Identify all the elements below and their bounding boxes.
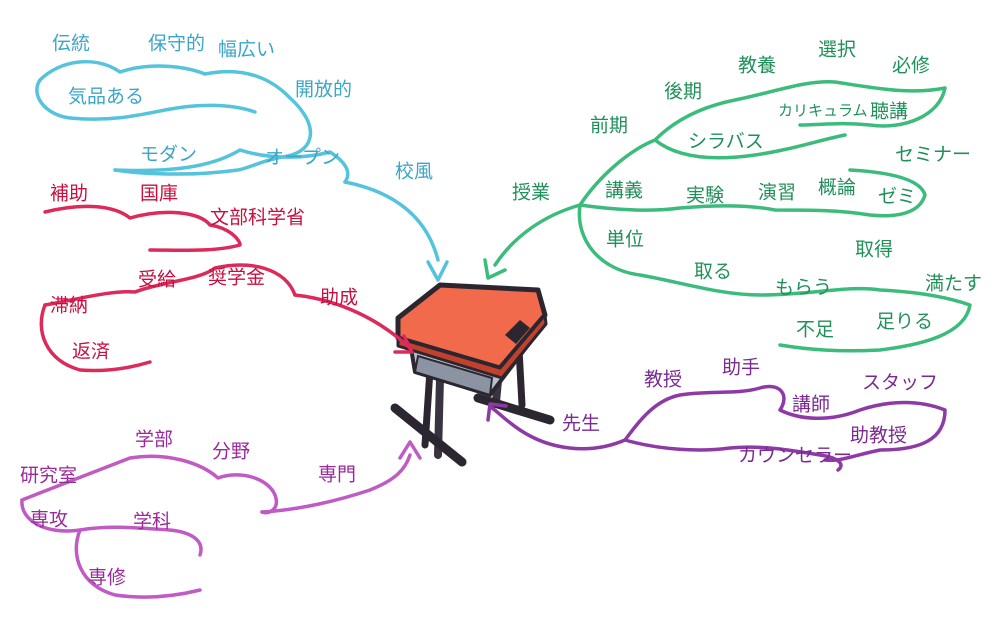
classes-curve-lecture bbox=[578, 168, 927, 218]
classes-word-7: 聴講 bbox=[870, 101, 908, 123]
school-desk-icon bbox=[390, 282, 555, 467]
classes-word-9: 講義 bbox=[605, 180, 643, 202]
desk-top-edge bbox=[396, 313, 548, 380]
aid-word-2: 国庫 bbox=[140, 183, 178, 205]
teacher-connector bbox=[490, 406, 627, 451]
school-branch-title: 校風 bbox=[395, 161, 433, 183]
classes-word-3: 教養 bbox=[738, 55, 776, 77]
aid-arrow-head bbox=[393, 334, 414, 354]
major-curve-middle bbox=[20, 498, 203, 557]
aid-branch-title: 助成 bbox=[320, 287, 358, 309]
classes-word-18: 取得 bbox=[855, 239, 893, 261]
teacher-word-4: スタッフ bbox=[862, 372, 938, 394]
classes-word-17: もらう bbox=[775, 277, 832, 299]
school-connector bbox=[343, 180, 440, 262]
branch-teacher: 先生 教授 助手 講師 スタッフ 助教授 カウンセラー bbox=[486, 357, 947, 472]
classes-word-20: 不足 bbox=[796, 319, 834, 341]
aid-curve-bottom bbox=[39, 303, 152, 373]
branch-school-culture: 伝統 保守的 幅広い 気品ある 開放的 モダン オープン 校風 bbox=[35, 33, 449, 282]
classes-word-15: 単位 bbox=[606, 229, 644, 251]
classes-word-14: ゼミ bbox=[878, 186, 916, 208]
school-curve-inner bbox=[35, 78, 257, 121]
classes-word-21: 足りる bbox=[876, 311, 933, 333]
school-word-1: 伝統 bbox=[52, 33, 90, 55]
branch-financial-aid: 補助 国庫 文部科学省 受給 奨学金 滞納 返済 助成 bbox=[39, 183, 414, 373]
desk-foot-left bbox=[390, 403, 467, 467]
teacher-arrow-head bbox=[486, 402, 508, 422]
classes-word-13: セミナー bbox=[895, 144, 971, 166]
aid-word-5: 奨学金 bbox=[208, 267, 265, 289]
aid-word-3: 文部科学省 bbox=[210, 207, 305, 229]
major-word-3: 研究室 bbox=[20, 465, 77, 487]
aid-curve-top bbox=[43, 204, 242, 253]
major-word-6: 専修 bbox=[88, 567, 126, 589]
major-branch-title: 専門 bbox=[318, 464, 356, 486]
desk-drawer-front bbox=[413, 354, 494, 397]
classes-word-19: 満たす bbox=[925, 273, 982, 295]
teacher-curve-bottom bbox=[623, 438, 843, 472]
school-arrow-head bbox=[426, 260, 449, 282]
classes-connector bbox=[493, 203, 582, 267]
branch-major: 学部 分野 研究室 専攻 学科 専修 専門 bbox=[20, 429, 422, 599]
school-word-3: 幅広い bbox=[218, 39, 275, 61]
classes-curve-syllabus bbox=[653, 133, 847, 160]
major-connector bbox=[260, 453, 412, 514]
teacher-word-3: 講師 bbox=[792, 394, 830, 416]
teacher-word-5: 助教授 bbox=[850, 425, 907, 447]
classes-branch-title: 授業 bbox=[512, 182, 550, 204]
school-word-2: 保守的 bbox=[148, 33, 205, 55]
aid-word-7: 返済 bbox=[72, 341, 110, 363]
major-word-2: 分野 bbox=[212, 441, 250, 463]
desk-foot-right bbox=[473, 393, 555, 425]
aid-curve-middle bbox=[43, 263, 297, 307]
classes-word-12: 概論 bbox=[818, 177, 856, 199]
aid-word-4: 受給 bbox=[138, 269, 176, 291]
classes-word-11: 演習 bbox=[758, 182, 796, 204]
major-word-5: 学科 bbox=[133, 511, 171, 533]
school-curve-modern bbox=[113, 148, 350, 184]
classes-word-5: 必修 bbox=[892, 55, 930, 77]
teacher-branch-title: 先生 bbox=[562, 413, 600, 435]
classes-word-10: 実験 bbox=[686, 185, 724, 207]
major-word-1: 学部 bbox=[135, 429, 173, 451]
teacher-curve-top bbox=[623, 384, 947, 463]
classes-word-2: 後期 bbox=[664, 81, 702, 103]
branch-classes: 授業 前期 後期 教養 選択 必修 カリキュラム 聴講 シラバス セミナー 講義… bbox=[483, 39, 982, 353]
major-arrow-head bbox=[398, 440, 422, 460]
major-curve-top bbox=[20, 454, 278, 515]
teacher-word-6: カウンセラー bbox=[738, 445, 852, 467]
school-curve-top bbox=[38, 59, 313, 176]
teacher-word-2: 助手 bbox=[722, 357, 760, 379]
major-curve-bottom bbox=[74, 528, 202, 599]
major-word-4: 専攻 bbox=[30, 509, 68, 531]
classes-curve-credit bbox=[577, 203, 972, 353]
classes-word-8: シラバス bbox=[688, 131, 764, 153]
school-word-7: オープン bbox=[265, 147, 340, 169]
classes-word-6: カリキュラム bbox=[778, 102, 868, 120]
school-word-4: 気品ある bbox=[68, 86, 144, 108]
classes-word-16: 取る bbox=[694, 261, 732, 283]
desk-handle bbox=[505, 320, 530, 344]
school-word-6: モダン bbox=[140, 144, 197, 166]
classes-word-4: 選択 bbox=[818, 39, 856, 61]
classes-arrow-head bbox=[483, 258, 507, 280]
school-word-5: 開放的 bbox=[295, 79, 352, 101]
aid-word-6: 滞納 bbox=[50, 295, 88, 317]
aid-connector bbox=[293, 293, 412, 350]
classes-word-1: 前期 bbox=[590, 115, 628, 137]
aid-word-1: 補助 bbox=[50, 183, 88, 205]
teacher-word-1: 教授 bbox=[644, 369, 682, 391]
